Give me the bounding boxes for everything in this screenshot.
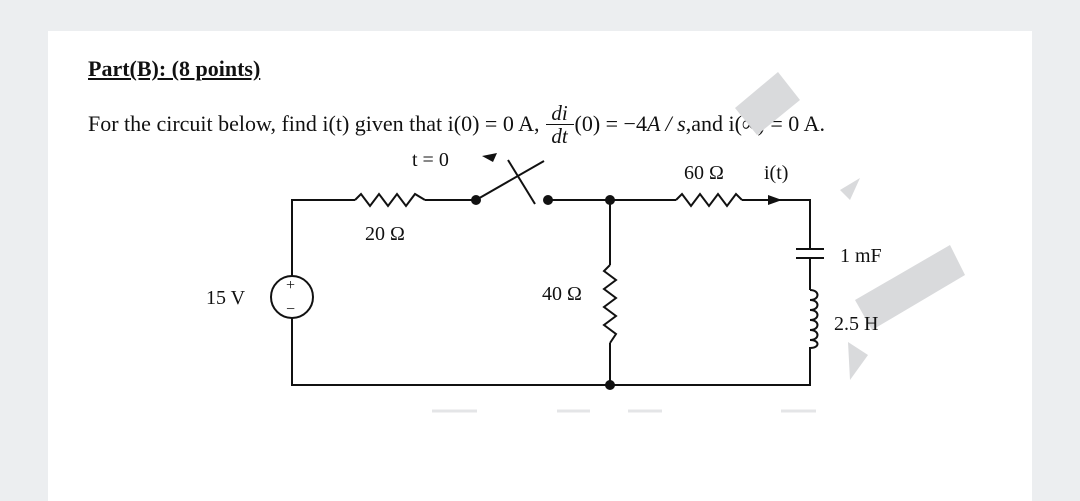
switch-node-right (543, 195, 553, 205)
switch-arrowhead (482, 153, 497, 162)
source-plus-sign: + (286, 277, 295, 294)
derivative-fraction: di dt (545, 101, 574, 148)
resistor-20-label: 20 Ω (365, 223, 405, 245)
current-label: i(t) (764, 162, 788, 184)
resistor-40-ohm (602, 264, 618, 344)
voltage-source-circle (270, 275, 314, 319)
inductor-label: 2.5 H (834, 313, 878, 335)
resistor-20-ohm (354, 192, 426, 208)
derivative-value: (0) = −4 (574, 110, 647, 136)
problem-heading: Part(B): (8 points) (88, 56, 261, 81)
fraction-bar (545, 124, 574, 125)
inductor-coil (809, 289, 819, 358)
switch-blade (475, 160, 545, 201)
switch-node-left (471, 195, 481, 205)
problem-statement: For the circuit below, find i(t) given t… (88, 101, 825, 148)
derivative-unit: A / s (646, 110, 686, 136)
content-card (48, 31, 1032, 501)
bottom-junction-node (605, 380, 615, 390)
source-voltage-label: 15 V (206, 287, 246, 309)
switch-arrow-line (507, 159, 536, 205)
resistor-40-label: 40 Ω (542, 283, 582, 305)
resistor-60-ohm (675, 192, 743, 208)
circuit-nodes (471, 195, 615, 390)
source-minus-sign: − (286, 301, 295, 318)
fraction-denominator: dt (551, 124, 568, 148)
top-junction-node (605, 195, 615, 205)
statement-intro: For the circuit below, find i(t) given t… (88, 110, 540, 136)
switch-label: t = 0 (412, 149, 449, 171)
fraction-numerator: di (551, 101, 568, 125)
current-arrow-icon (768, 195, 782, 205)
checkmark-watermark (735, 72, 965, 380)
capacitor-label: 1 mF (840, 245, 882, 267)
resistor-60-label: 60 Ω (684, 162, 724, 184)
